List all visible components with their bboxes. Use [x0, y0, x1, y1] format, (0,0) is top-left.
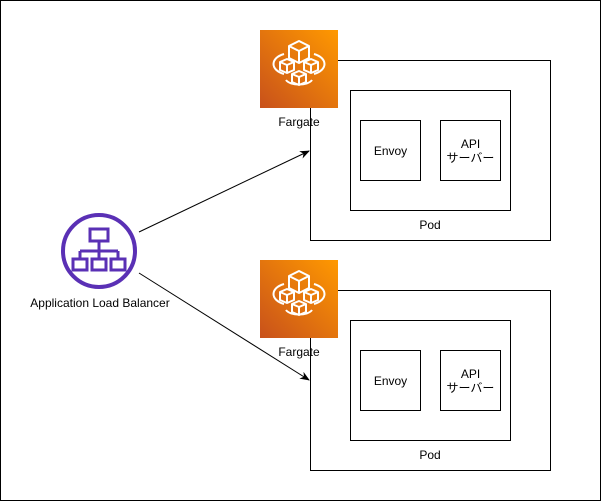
fargate-label-2: Fargate — [278, 345, 320, 359]
fargate-icon-2 — [260, 260, 338, 338]
pod-label-1: Pod — [419, 218, 441, 232]
fargate-label-1: Fargate — [278, 115, 320, 129]
api-server-box-1: API サーバー — [440, 120, 501, 181]
envoy-label-1: Envoy — [373, 143, 408, 158]
envoy-box-1: Envoy — [360, 120, 421, 181]
pod-label-2: Pod — [419, 448, 441, 462]
api-label-line1-1: API — [460, 136, 481, 151]
alb-label: Application Load Balancer — [30, 296, 170, 310]
api-label-line2-1: サーバー — [446, 150, 495, 165]
api-server-box-2: API サーバー — [440, 350, 501, 411]
envoy-label-2: Envoy — [373, 373, 408, 388]
api-label-line1-2: API — [460, 366, 481, 381]
fargate-icon-1 — [260, 30, 338, 108]
envoy-box-2: Envoy — [360, 350, 421, 411]
api-label-line2-2: サーバー — [446, 380, 495, 395]
elastic-load-balancing-icon — [61, 213, 137, 289]
